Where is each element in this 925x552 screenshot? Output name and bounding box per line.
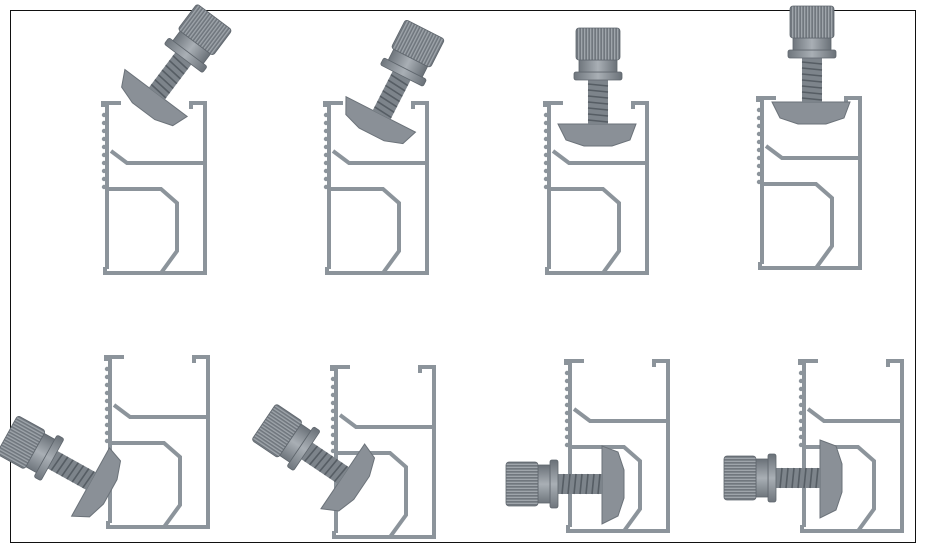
panel-2 [321, 10, 460, 275]
aluminum-profile [99, 101, 207, 275]
panel-6 [240, 365, 436, 539]
t-bolt [110, 0, 246, 135]
panel-8 [723, 359, 904, 533]
panel-5 [0, 355, 210, 529]
t-bolt [505, 445, 625, 525]
t-bolt [723, 439, 843, 519]
panel-3 [541, 27, 649, 275]
t-bolt [240, 389, 384, 522]
t-bolt [335, 10, 460, 153]
aluminum-profile [102, 355, 210, 529]
figure-border [10, 10, 916, 543]
t-bolt [557, 27, 637, 147]
panel-1 [99, 0, 246, 275]
panel-4 [754, 5, 862, 270]
aluminum-profile [796, 359, 904, 533]
t-bolt [771, 5, 851, 125]
panel-7 [505, 359, 670, 533]
aluminum-profile [328, 365, 436, 539]
